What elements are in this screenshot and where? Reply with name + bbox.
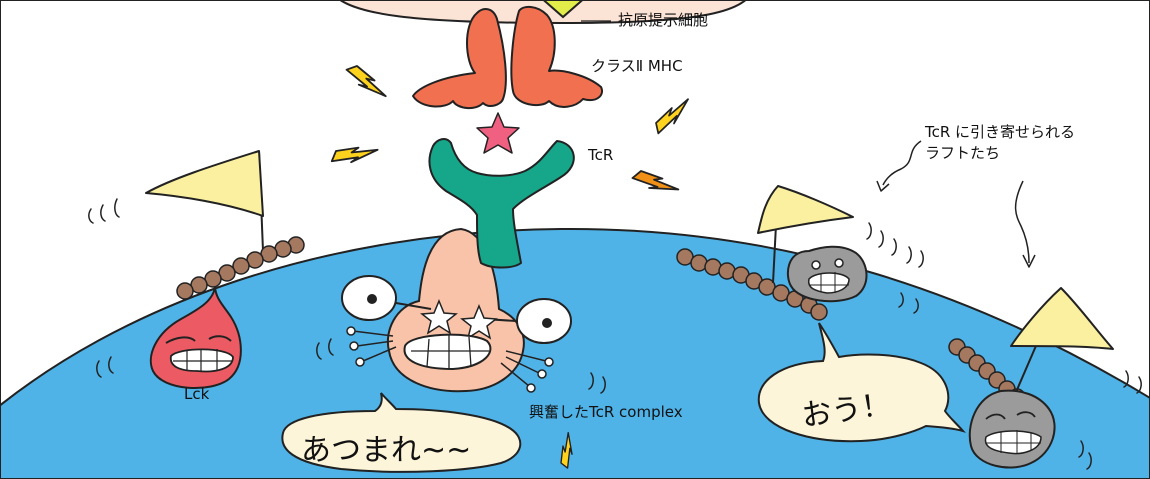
tcr-label: TcR bbox=[588, 146, 614, 164]
gather-bubble-text: あつまれ~~ bbox=[301, 433, 472, 468]
lck-label: Lck bbox=[184, 385, 210, 403]
right-raft-beads bbox=[676, 248, 828, 321]
mhc-label: クラスⅡ MHC bbox=[591, 57, 683, 75]
mhc-class-ii bbox=[412, 5, 603, 109]
star-icon bbox=[476, 112, 520, 154]
flag-icon bbox=[145, 150, 264, 252]
speech-bubble-icon bbox=[757, 322, 966, 443]
tcr-receptor bbox=[428, 138, 575, 269]
rafts-label-line2: ラフトたち bbox=[925, 144, 1001, 162]
lipid-raft-icon bbox=[968, 389, 1056, 469]
flag-icon bbox=[1010, 287, 1114, 400]
antigen-triangle bbox=[543, 1, 583, 19]
lipid-raft-icon bbox=[786, 245, 868, 303]
lck-molecule bbox=[149, 286, 242, 389]
complex-label: 興奮したTcR complex bbox=[529, 403, 683, 421]
apc-label: 抗原提示細胞 bbox=[618, 11, 709, 29]
flag-icon bbox=[757, 185, 854, 284]
rafts-label-line1: TcR に引き寄せられる bbox=[925, 123, 1076, 141]
speech-bubble-icon bbox=[281, 392, 522, 473]
arrow-icon bbox=[876, 140, 1036, 268]
excited-tcr-complex bbox=[341, 227, 572, 393]
left-raft-beads bbox=[176, 236, 305, 300]
motion-marks bbox=[88, 198, 1142, 470]
